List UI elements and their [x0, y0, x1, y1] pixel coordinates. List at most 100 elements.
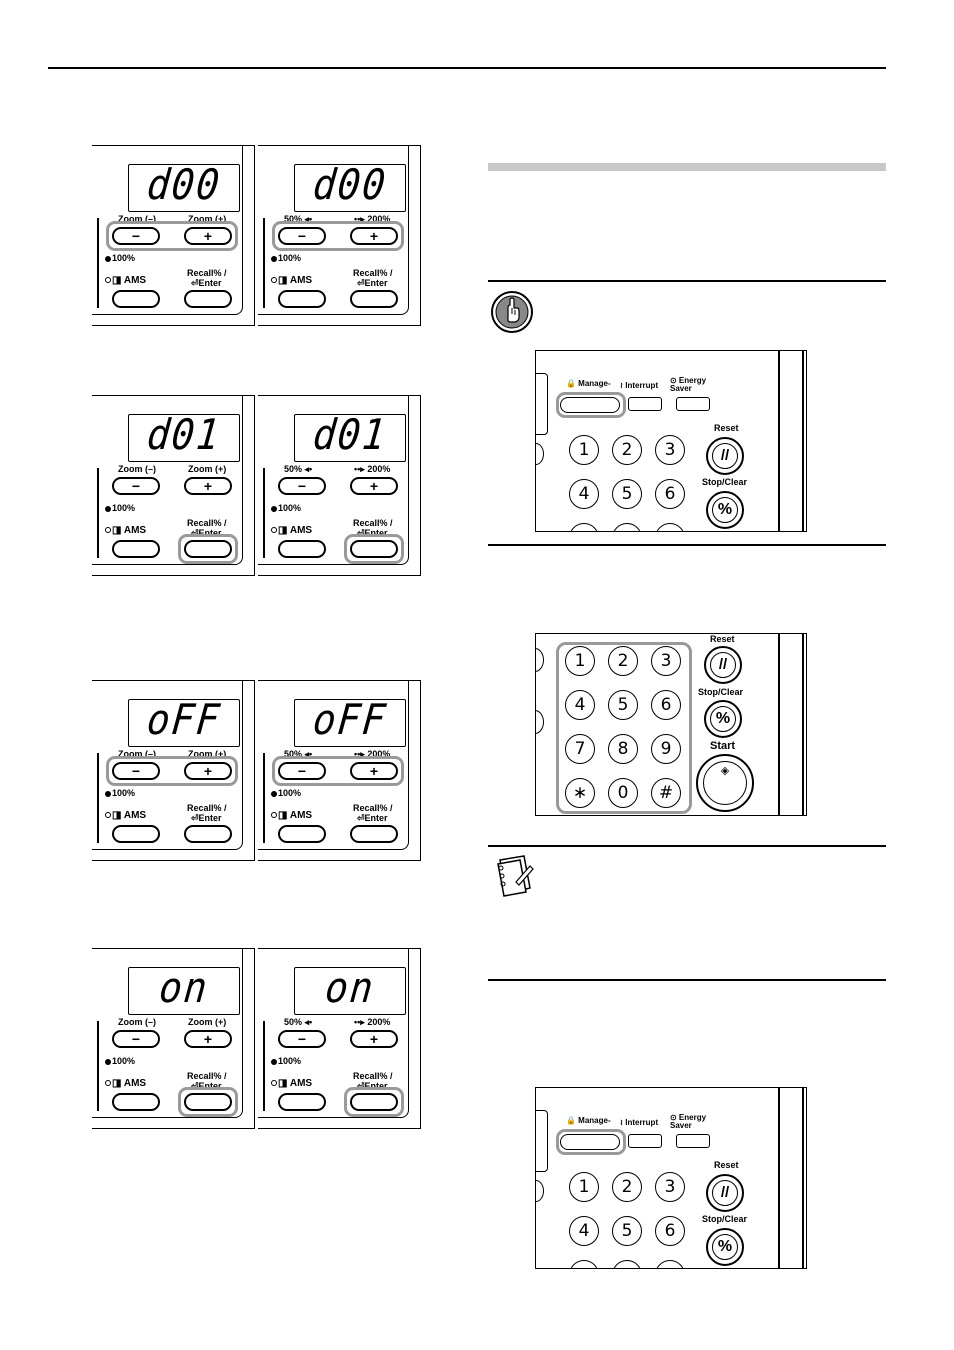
- enter-button[interactable]: [184, 290, 232, 308]
- highlight-zoom-buttons: [106, 221, 238, 251]
- stop-clear-button[interactable]: %: [706, 491, 744, 529]
- ams-button[interactable]: [278, 825, 326, 843]
- keypad-key-3[interactable]: 3: [651, 646, 681, 676]
- ams-button[interactable]: [278, 540, 326, 558]
- zoom-minus-button[interactable]: −: [112, 762, 160, 780]
- reset-button[interactable]: //: [704, 646, 742, 684]
- keypad-key-0[interactable]: 0: [608, 778, 638, 808]
- manage-button[interactable]: [560, 397, 620, 413]
- zoom-plus-label: Zoom (+): [188, 464, 227, 474]
- enter-button[interactable]: [184, 540, 232, 558]
- ams-label: ◨ AMS: [112, 525, 147, 536]
- keypad-key-4[interactable]: 4: [569, 1216, 599, 1246]
- stop-clear-label: Stop/Clear: [702, 1214, 748, 1224]
- zoom-minus-button[interactable]: −: [278, 1030, 326, 1048]
- keypad-key-partial[interactable]: [569, 1260, 599, 1268]
- ams-button[interactable]: [278, 1093, 326, 1111]
- zoom-plus-button[interactable]: +: [184, 762, 232, 780]
- enter-button[interactable]: [184, 1093, 232, 1111]
- ams-button[interactable]: [112, 1093, 160, 1111]
- keypad-key-8[interactable]: 8: [608, 734, 638, 764]
- panel-left-knob-2: [536, 710, 544, 734]
- keypad-key-∗[interactable]: ∗: [565, 778, 595, 808]
- keypad-key-5[interactable]: 5: [608, 690, 638, 720]
- keypad-key-6[interactable]: 6: [655, 1216, 685, 1246]
- keypad-key-9[interactable]: 9: [651, 734, 681, 764]
- keypad-key-4[interactable]: 4: [569, 479, 599, 509]
- keypad-key-7[interactable]: 7: [565, 734, 595, 764]
- zoom-plus-button[interactable]: +: [350, 762, 398, 780]
- keypad-key-5[interactable]: 5: [612, 479, 642, 509]
- important-hand-icon: [490, 290, 534, 334]
- reset-button[interactable]: //: [706, 437, 744, 475]
- interrupt-button[interactable]: [628, 1134, 662, 1148]
- keypad-key-3[interactable]: 3: [655, 1172, 685, 1202]
- reset-button[interactable]: //: [706, 1174, 744, 1212]
- stop-ring: [712, 497, 738, 523]
- keypad-key-2[interactable]: 2: [612, 435, 642, 465]
- zoom-minus-button[interactable]: −: [278, 227, 326, 245]
- keypad-key-1[interactable]: 1: [569, 1172, 599, 1202]
- ams-button[interactable]: [112, 290, 160, 308]
- enter-button[interactable]: [350, 540, 398, 558]
- keypad-key-2[interactable]: 2: [608, 646, 638, 676]
- keypad-key-4[interactable]: 4: [565, 690, 595, 720]
- enter-button[interactable]: [184, 825, 232, 843]
- keypad-key-partial[interactable]: [612, 1260, 642, 1268]
- manage-button[interactable]: [560, 1134, 620, 1150]
- keypad-key-partial[interactable]: [655, 523, 685, 531]
- zoom-plus-button[interactable]: +: [184, 1030, 232, 1048]
- zoom-plus-label: Zoom (+): [188, 749, 227, 759]
- zoom-plus-button[interactable]: +: [350, 227, 398, 245]
- keypad-key-6[interactable]: 6: [651, 690, 681, 720]
- minus-icon: −: [131, 478, 141, 494]
- keypad-key-partial[interactable]: [655, 1260, 685, 1268]
- keypad-key-1[interactable]: 1: [569, 435, 599, 465]
- start-label: Start: [710, 740, 736, 752]
- interrupt-button[interactable]: [628, 397, 662, 411]
- zoom-minus-button[interactable]: −: [278, 762, 326, 780]
- stop-clear-button[interactable]: %: [706, 1228, 744, 1266]
- zoom-minus-button[interactable]: −: [112, 227, 160, 245]
- keypad-key-partial[interactable]: [569, 523, 599, 531]
- pct-100-label: 100%: [278, 788, 302, 798]
- ams-button[interactable]: [112, 540, 160, 558]
- zoom-plus-button[interactable]: +: [184, 227, 232, 245]
- keypad-key-6[interactable]: 6: [655, 479, 685, 509]
- keypad-key-1[interactable]: 1: [565, 646, 595, 676]
- zoom-minus-button[interactable]: −: [112, 1030, 160, 1048]
- reset-label: Reset: [714, 1160, 739, 1170]
- zoom-minus-button[interactable]: −: [112, 477, 160, 495]
- enter-button[interactable]: [350, 825, 398, 843]
- stop-clear-button[interactable]: %: [704, 700, 742, 738]
- start-button[interactable]: ◈: [696, 754, 754, 812]
- manage-label: 🔒 Manage-: [566, 1116, 611, 1125]
- highlight-enter-button: [344, 1087, 404, 1117]
- zoom-plus-button[interactable]: +: [184, 477, 232, 495]
- enter-button[interactable]: [350, 1093, 398, 1111]
- keypad-key-2[interactable]: 2: [612, 1172, 642, 1202]
- manage-label: 🔒 Manage-: [566, 379, 611, 388]
- keypad-key-5[interactable]: 5: [612, 1216, 642, 1246]
- enter-button[interactable]: [350, 290, 398, 308]
- keypad-key-3[interactable]: 3: [655, 435, 685, 465]
- zoom-minus-button[interactable]: −: [278, 477, 326, 495]
- ams-button[interactable]: [112, 825, 160, 843]
- zoom-plus-button[interactable]: +: [350, 1030, 398, 1048]
- minus-icon: −: [297, 1031, 307, 1047]
- keypad-key-#[interactable]: #: [651, 778, 681, 808]
- ams-button[interactable]: [278, 290, 326, 308]
- energy-saver-button[interactable]: [676, 397, 710, 411]
- panel-left-knob: [536, 648, 544, 672]
- recall-label: Recall% /: [187, 518, 227, 528]
- zoom-plus-button[interactable]: +: [350, 477, 398, 495]
- plus-icon: +: [369, 763, 379, 779]
- lcd-readout: oFF: [310, 695, 390, 744]
- energy-saver-button[interactable]: [676, 1134, 710, 1148]
- keypad-key-partial[interactable]: [612, 523, 642, 531]
- panel-edge-line: [778, 1088, 780, 1268]
- panel-inner-frame: [92, 146, 243, 315]
- pct-100-label: 100%: [112, 1056, 136, 1066]
